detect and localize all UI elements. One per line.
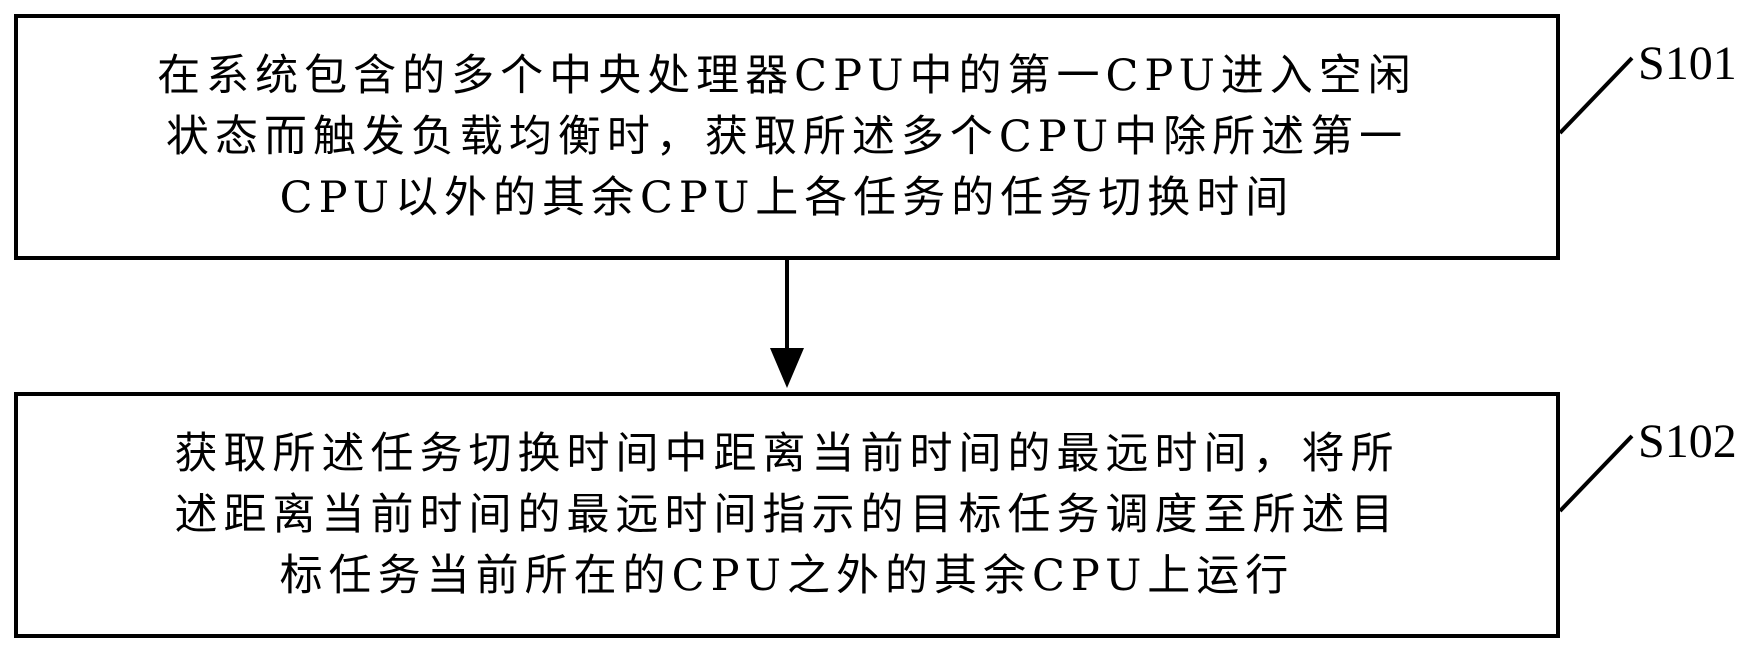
flow-arrow-head — [770, 348, 804, 388]
step-label-s102: S102 — [1638, 415, 1737, 468]
step-s101-line-3: CPU以外的其余CPU上各任务的任务切换时间 — [279, 172, 1295, 223]
step-s101-line-2: 状态而触发负载均衡时，获取所述多个CPU中除所述第一 — [165, 111, 1409, 162]
step-box-s102: 获取所述任务切换时间中距离当前时间的最远时间，将所 述距离当前时间的最远时间指示… — [14, 392, 1560, 638]
step-s102-line-1: 获取所述任务切换时间中距离当前时间的最远时间，将所 — [174, 428, 1400, 479]
label-leader-s101 — [1558, 56, 1634, 135]
step-s102-line-2: 述距离当前时间的最远时间指示的目标任务调度至所述目 — [174, 489, 1400, 540]
step-label-s101: S101 — [1638, 37, 1737, 90]
step-box-s101: 在系统包含的多个中央处理器CPU中的第一CPU进入空闲 状态而触发负载均衡时，获… — [14, 14, 1560, 260]
step-s102-line-3: 标任务当前所在的CPU之外的其余CPU上运行 — [279, 550, 1295, 601]
label-leader-s102 — [1558, 434, 1634, 513]
step-s101-line-1: 在系统包含的多个中央处理器CPU中的第一CPU进入空闲 — [157, 50, 1417, 101]
